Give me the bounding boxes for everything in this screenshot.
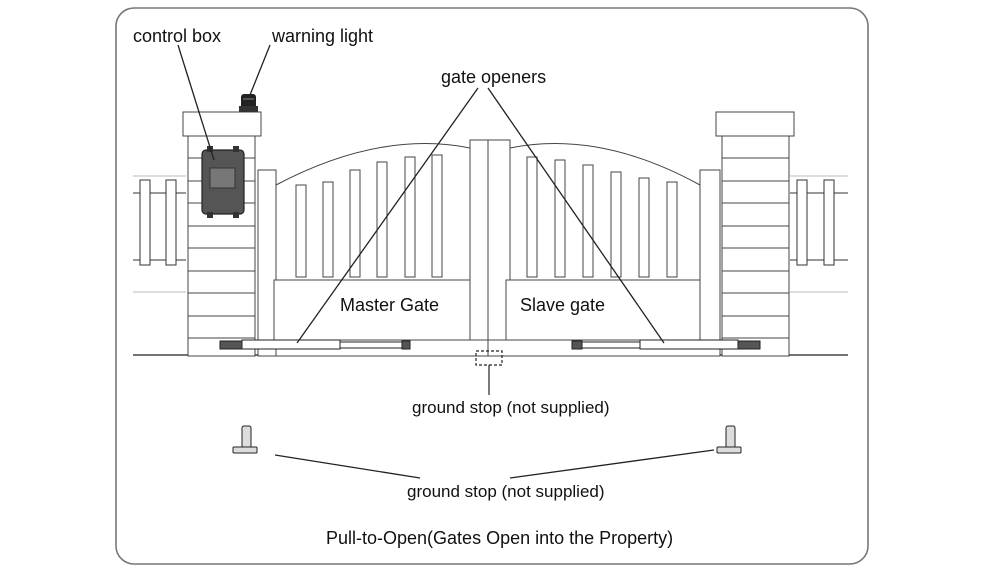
gate-openers-label: gate openers — [441, 67, 547, 87]
left-pillar — [182, 111, 262, 357]
right-fence — [790, 175, 848, 293]
right-pillar — [715, 111, 795, 357]
control-box-leader — [177, 44, 215, 161]
diagram-caption: Pull-to-Open(Gates Open into the Propert… — [326, 528, 674, 548]
warning-light-label: warning light — [272, 26, 374, 46]
control-box-label: control box — [133, 26, 222, 46]
ground-stop-bottom-label: ground stop (not supplied) — [407, 482, 605, 501]
ground-stop-left-icon — [232, 425, 258, 454]
leader-lines — [177, 44, 715, 479]
ground-stop-leader-left — [274, 454, 421, 479]
master-gate-label: Master Gate — [340, 295, 440, 315]
gate-openers-leader-left — [296, 87, 479, 344]
warning-light-icon — [239, 94, 258, 112]
slave-gate-label: Slave gate — [520, 295, 606, 315]
warning-light-leader — [249, 44, 271, 96]
master-gate — [257, 139, 489, 357]
control-box-icon — [201, 146, 245, 218]
right-gate-opener — [571, 339, 761, 350]
left-fence — [133, 175, 186, 293]
ground-stop-right-icon — [716, 425, 742, 454]
slave-gate — [487, 139, 721, 357]
gate-openers-leader-right — [487, 87, 665, 344]
ground-stop-leader-right — [509, 449, 715, 479]
ground-stop-center-label: ground stop (not supplied) — [412, 398, 610, 417]
left-gate-opener — [219, 339, 411, 350]
